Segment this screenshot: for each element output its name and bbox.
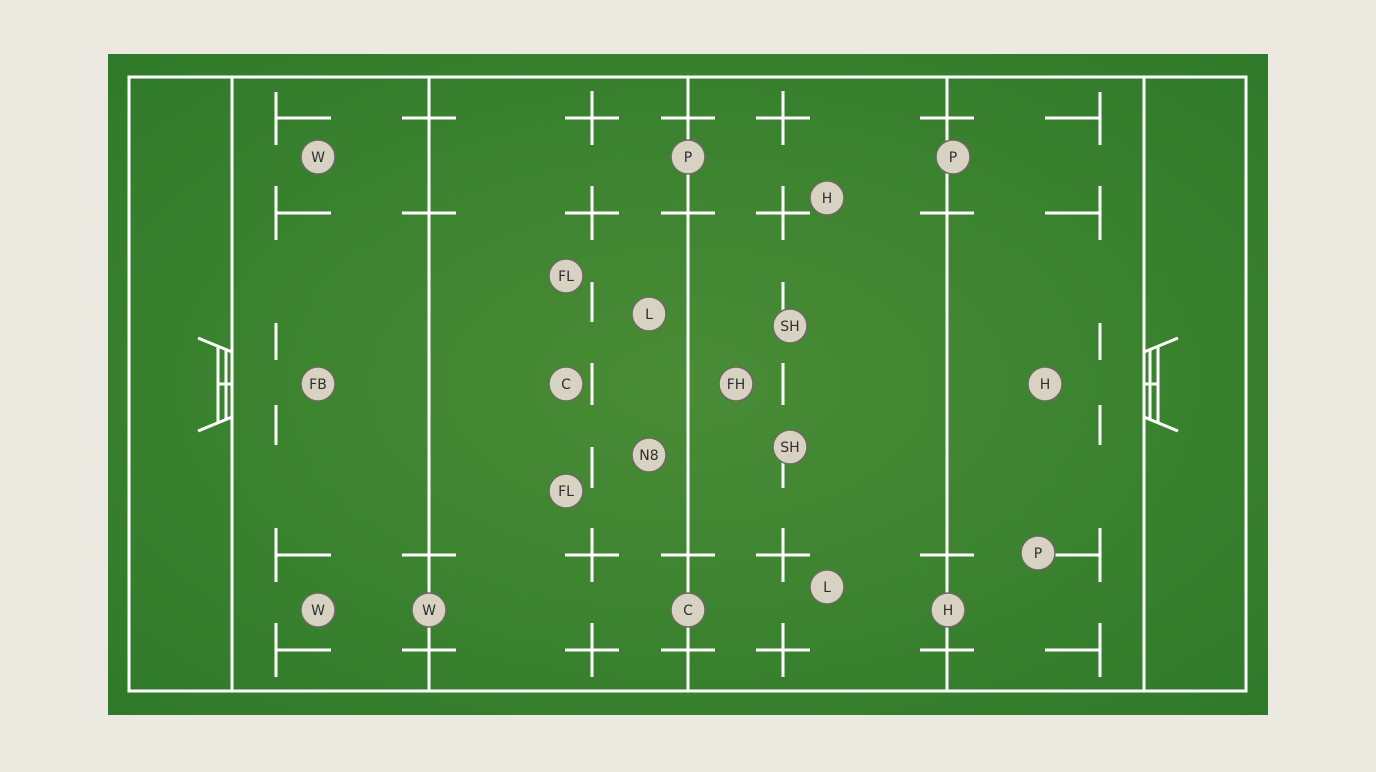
player-token-c: C bbox=[670, 592, 706, 628]
player-token-label: FL bbox=[558, 484, 574, 500]
player-token-label: P bbox=[1034, 546, 1042, 562]
player-token-label: W bbox=[422, 603, 436, 619]
player-token-circle bbox=[772, 308, 808, 344]
player-token-circle bbox=[1027, 366, 1063, 402]
player-token-label: H bbox=[1040, 377, 1051, 393]
player-token-label: FH bbox=[727, 377, 746, 393]
player-token-label: C bbox=[561, 377, 571, 393]
player-token-circle bbox=[809, 180, 845, 216]
player-token-circle bbox=[548, 473, 584, 509]
player-token-sh: SH bbox=[772, 308, 808, 344]
player-token-p: P bbox=[1020, 535, 1056, 571]
player-token-h: H bbox=[809, 180, 845, 216]
player-token-circle bbox=[935, 139, 971, 175]
player-token-label: H bbox=[822, 191, 833, 207]
player-token-w: W bbox=[300, 592, 336, 628]
player-token-label: P bbox=[684, 150, 692, 166]
player-token-n8: N8 bbox=[631, 437, 667, 473]
player-token-circle bbox=[670, 592, 706, 628]
player-token-label: FL bbox=[558, 269, 574, 285]
pitch-markings bbox=[127, 75, 1248, 693]
player-token-circle bbox=[670, 139, 706, 175]
player-token-circle bbox=[1020, 535, 1056, 571]
player-token-label: N8 bbox=[639, 448, 658, 464]
player-token-label: SH bbox=[780, 440, 799, 456]
player-token-label: L bbox=[645, 307, 653, 323]
player-token-p: P bbox=[670, 139, 706, 175]
player-token-circle bbox=[772, 429, 808, 465]
player-token-label: C bbox=[683, 603, 693, 619]
player-token-circle bbox=[809, 569, 845, 605]
player-token-label: W bbox=[311, 150, 325, 166]
player-token-circle bbox=[411, 592, 447, 628]
player-token-circle bbox=[300, 139, 336, 175]
player-token-circle bbox=[930, 592, 966, 628]
player-token-fl: FL bbox=[548, 258, 584, 294]
player-token-fh: FH bbox=[718, 366, 754, 402]
player-token-circle bbox=[631, 437, 667, 473]
player-token-label: SH bbox=[780, 319, 799, 335]
player-token-fl: FL bbox=[548, 473, 584, 509]
player-token-label: FB bbox=[309, 377, 327, 393]
player-token-label: L bbox=[823, 580, 831, 596]
player-token-c: C bbox=[548, 366, 584, 402]
player-token-circle bbox=[718, 366, 754, 402]
player-token-circle bbox=[631, 296, 667, 332]
player-token-p: P bbox=[935, 139, 971, 175]
player-token-h: H bbox=[930, 592, 966, 628]
player-token-label: W bbox=[311, 603, 325, 619]
player-token-sh: SH bbox=[772, 429, 808, 465]
player-token-label: H bbox=[943, 603, 954, 619]
player-token-l: L bbox=[631, 296, 667, 332]
player-token-h: H bbox=[1027, 366, 1063, 402]
player-token-label: P bbox=[949, 150, 957, 166]
player-token-circle bbox=[300, 592, 336, 628]
player-token-fb: FB bbox=[300, 366, 336, 402]
player-token-w: W bbox=[300, 139, 336, 175]
player-token-l: L bbox=[809, 569, 845, 605]
player-token-circle bbox=[548, 258, 584, 294]
player-token-w: W bbox=[411, 592, 447, 628]
player-token-circle bbox=[548, 366, 584, 402]
player-token-circle bbox=[300, 366, 336, 402]
